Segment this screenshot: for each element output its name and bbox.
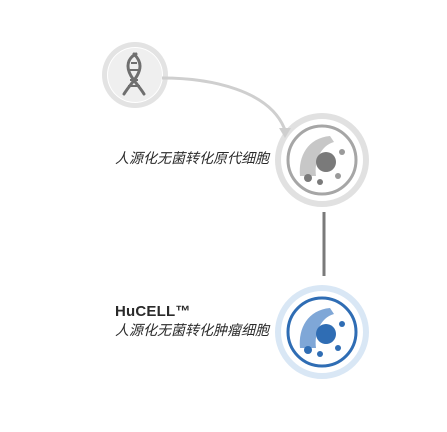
arrow-down	[322, 212, 326, 276]
engineered-cell-icon	[275, 285, 369, 379]
brand-label: HuCELL™	[115, 303, 191, 320]
top-caption: 人源化无菌转化原代细胞	[115, 150, 269, 166]
native-cell-icon	[275, 113, 369, 207]
arrow-curve	[161, 76, 291, 138]
dna-icon	[102, 42, 168, 108]
bottom-caption: 人源化无菌转化肿瘤细胞	[115, 322, 269, 338]
